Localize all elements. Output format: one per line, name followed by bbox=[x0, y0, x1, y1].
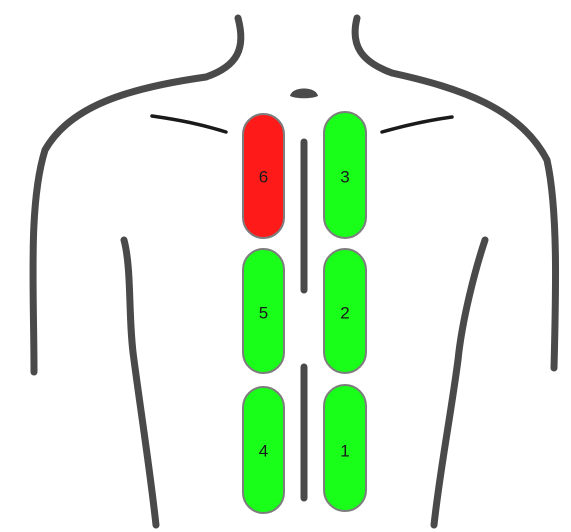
zone-3-label: 3 bbox=[340, 167, 349, 186]
right-clavicle-line bbox=[382, 117, 452, 132]
zone-5[interactable]: 5 bbox=[243, 249, 284, 373]
nape-mark bbox=[290, 89, 318, 99]
zone-3[interactable]: 3 bbox=[324, 112, 366, 238]
zone-2-label: 2 bbox=[340, 303, 349, 322]
right-shoulder-line bbox=[392, 73, 556, 368]
right-torso-side-line bbox=[434, 240, 485, 525]
zone-1[interactable]: 1 bbox=[324, 385, 366, 511]
torso-outline bbox=[33, 18, 556, 525]
neck-left-line bbox=[206, 18, 241, 77]
left-clavicle-line bbox=[152, 116, 226, 132]
zone-1-label: 1 bbox=[340, 441, 349, 460]
zone-4[interactable]: 4 bbox=[243, 387, 284, 513]
zone-6-label: 6 bbox=[259, 167, 268, 186]
zone-6[interactable]: 6 bbox=[243, 114, 284, 238]
zone-5-label: 5 bbox=[259, 303, 268, 322]
zone-2[interactable]: 2 bbox=[324, 249, 366, 373]
neck-right-line bbox=[355, 18, 392, 73]
left-torso-side-line bbox=[124, 240, 156, 525]
zone-4-label: 4 bbox=[259, 441, 268, 460]
